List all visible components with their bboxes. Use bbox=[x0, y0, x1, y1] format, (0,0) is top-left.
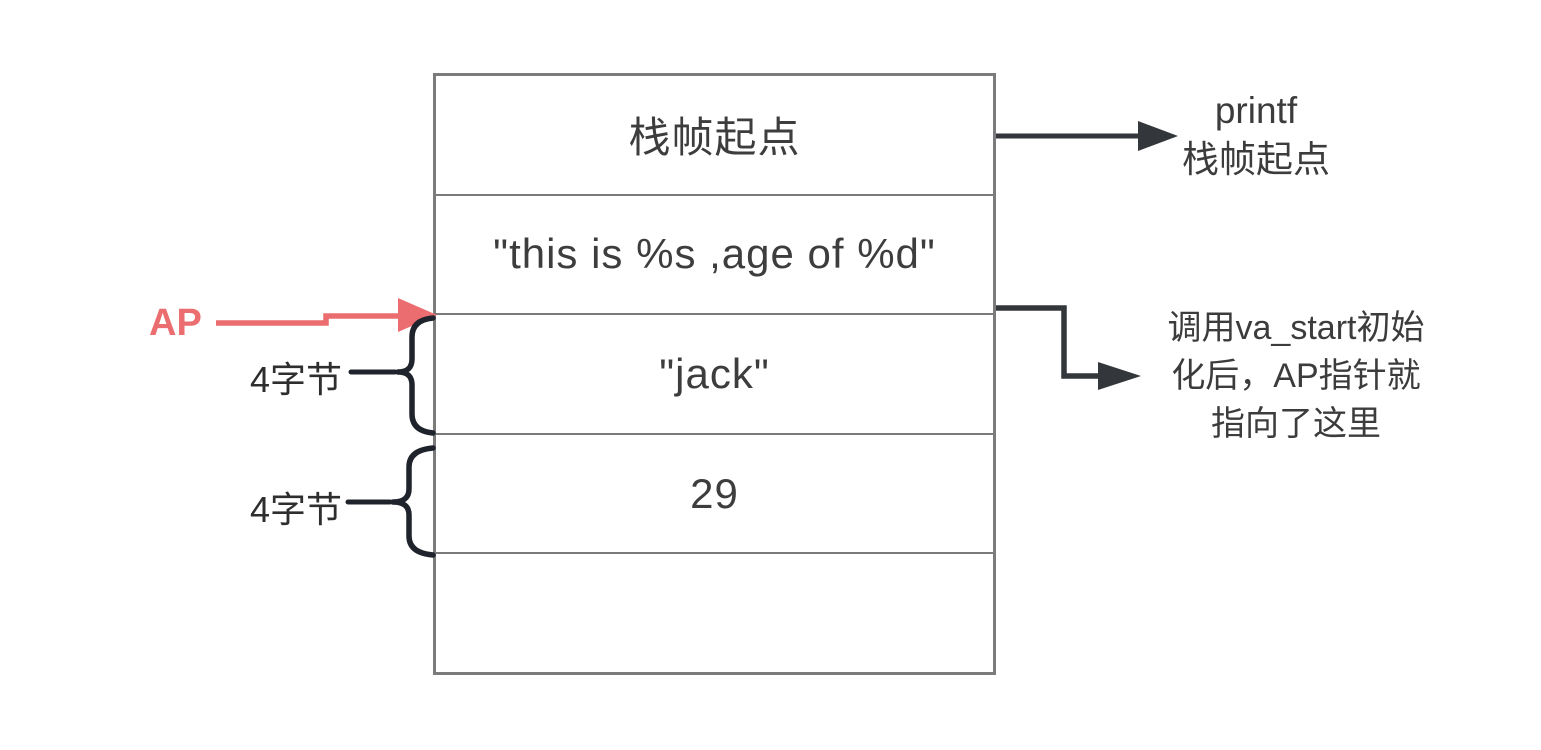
brace-age-icon bbox=[345, 445, 436, 558]
va-start-note-line3: 指向了这里 bbox=[1211, 405, 1381, 443]
memory-cell-arg-29: 29 bbox=[436, 435, 993, 555]
printf-frame-note-line1: printf bbox=[1214, 90, 1298, 131]
memory-cell-format-string: "this is %s ,age of %d" bbox=[436, 196, 993, 316]
ap-pointer-label: AP bbox=[149, 302, 202, 344]
memory-cell-arg-jack: "jack" bbox=[436, 315, 993, 435]
va-start-arrow bbox=[996, 305, 1141, 390]
size-label-4bytes-bottom: 4字节 bbox=[250, 489, 343, 530]
va-start-note-line2: 化后，AP指针就 bbox=[1171, 357, 1421, 395]
printf-frame-note: printf 栈帧起点 bbox=[1140, 86, 1372, 184]
va-start-note-line1: 调用va_start初始 bbox=[1167, 309, 1425, 347]
memory-cell-empty bbox=[436, 554, 993, 672]
size-label-4bytes-top: 4字节 bbox=[250, 359, 343, 400]
ap-arrow bbox=[216, 298, 437, 332]
memory-cell-stack-frame-start: 栈帧起点 bbox=[436, 76, 993, 196]
printf-frame-note-line2: 栈帧起点 bbox=[1182, 139, 1330, 180]
brace-jack-icon bbox=[348, 315, 436, 436]
memory-stack-table: 栈帧起点 "this is %s ,age of %d" "jack" 29 bbox=[433, 73, 996, 675]
va-start-note: 调用va_start初始 化后，AP指针就 指向了这里 bbox=[1126, 304, 1466, 448]
